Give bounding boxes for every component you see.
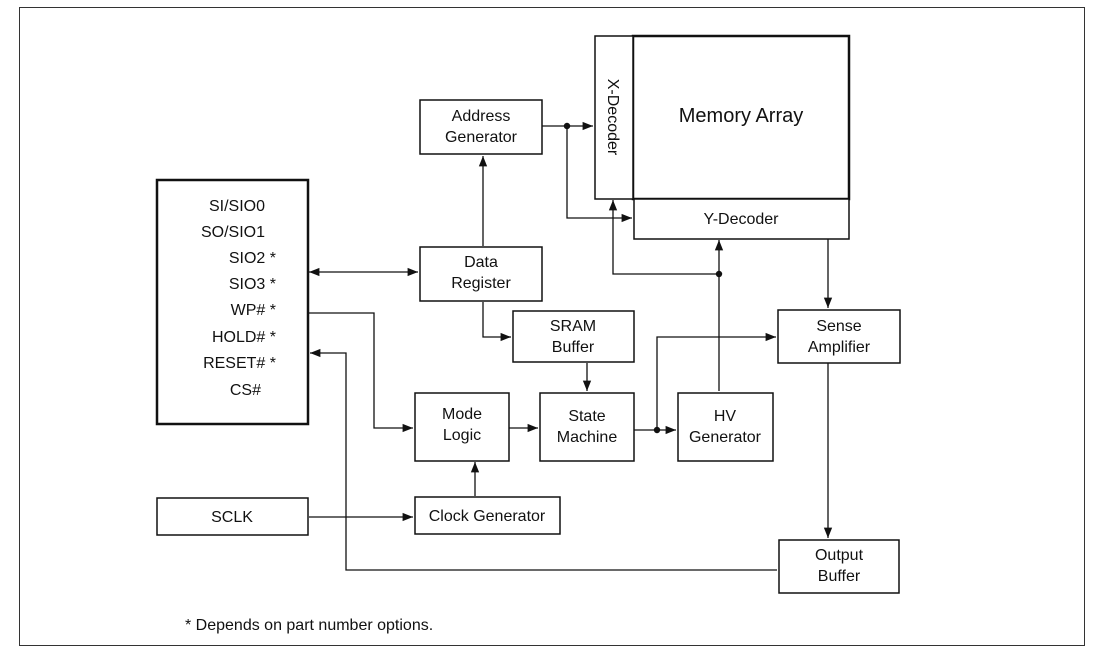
wire-output-to-pins [310,348,777,571]
hv-generator-block: HV Generator [677,392,774,462]
footnote: * Depends on part number options. [185,617,434,634]
data-register-block: Data Register [419,246,543,302]
state-machine-label-1: State [568,408,605,425]
sclk-block: SCLK [156,497,309,536]
state-machine-label-2: Machine [557,429,618,446]
output-buffer-label-2: Buffer [818,568,861,585]
clock-generator-label: Clock Generator [429,508,546,525]
pin-label: SIO3 * [229,276,276,293]
output-buffer-label-1: Output [815,547,864,564]
x-decoder-block: X-Decoder [594,35,634,200]
mode-logic-block: Mode Logic [414,392,510,462]
wire-wp-to-mode [309,312,413,433]
wires [309,121,833,571]
pins-block: SI/SIO0 SO/SIO1 SIO2 * SIO3 * WP# * HOLD… [155,178,310,426]
junction-dot [653,426,661,434]
sclk-label: SCLK [211,509,253,526]
junction-dot [563,122,571,130]
clock-generator-block: Clock Generator [414,496,561,535]
address-generator-block: Address Generator [419,99,543,155]
sram-buffer-label-2: Buffer [552,339,595,356]
sram-buffer-block: SRAM Buffer [512,310,635,363]
wire-hv-to-xdecoder [608,200,719,275]
wire-state-to-sense [656,332,776,430]
y-decoder-label: Y-Decoder [703,211,779,228]
output-buffer-block: Output Buffer [778,539,900,594]
diagram-frame [19,7,1085,646]
sram-buffer-label-1: SRAM [550,318,596,335]
pin-label: SIO2 * [229,250,276,267]
mode-logic-label-2: Logic [443,427,481,444]
sense-amplifier-label-1: Sense [816,318,861,335]
wire-addr-to-ydecoder [566,126,632,223]
x-decoder-label: X-Decoder [604,79,621,156]
memory-array-label: Memory Array [679,105,803,127]
hv-generator-label-2: Generator [689,429,762,446]
pin-label: SI/SIO0 [209,198,265,215]
mode-logic-label-1: Mode [442,406,482,423]
wire-datareg-to-sram [482,302,511,342]
sense-amplifier-label-2: Amplifier [808,339,871,356]
hv-generator-label-1: HV [714,408,737,425]
sense-amplifier-block: Sense Amplifier [777,309,901,364]
pin-label: RESET# * [203,355,276,372]
state-machine-block: State Machine [539,392,635,462]
data-register-label-2: Register [451,275,511,292]
data-register-label-1: Data [464,254,498,271]
pin-label: WP# * [231,302,276,319]
pin-label: CS# [230,382,261,399]
y-decoder-block: Y-Decoder [633,198,850,240]
address-generator-label-2: Generator [445,129,518,146]
pin-label: SO/SIO1 [201,224,265,241]
pin-label: HOLD# * [212,329,276,346]
junction-dot [715,270,723,278]
address-generator-label-1: Address [452,108,511,125]
memory-array-block: Memory Array [631,34,851,201]
